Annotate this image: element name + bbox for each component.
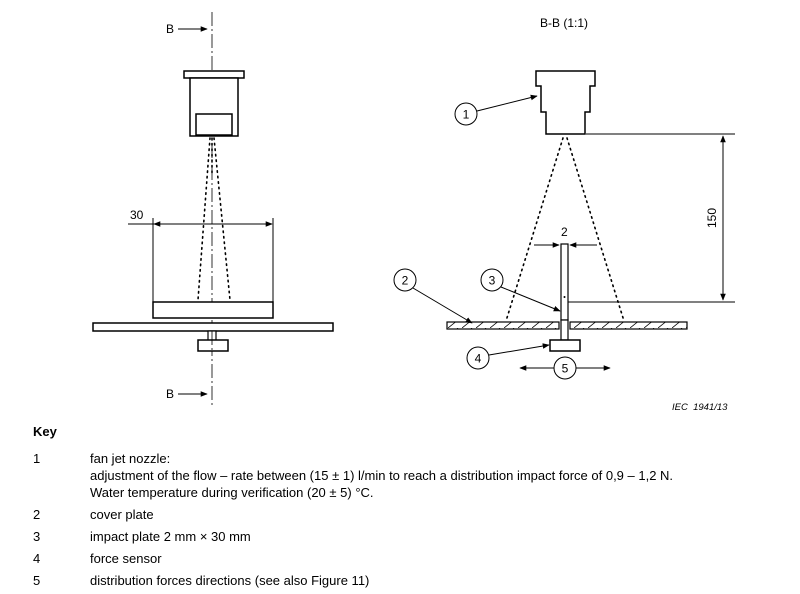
key-item-line: Water temperature during verification (2… <box>90 485 374 500</box>
cover-plate-side <box>446 321 560 330</box>
dim-height-label: 150 <box>705 208 719 228</box>
impact-plate-side <box>560 243 569 321</box>
spray-line-left <box>197 137 211 301</box>
key-item-line: force sensor <box>90 551 162 566</box>
cover-plate-side-right <box>569 321 688 330</box>
impact-plate <box>152 301 274 319</box>
spray-line-right <box>566 137 625 322</box>
force-sensor-side <box>549 339 581 352</box>
force-sensor <box>197 339 229 352</box>
key-item-line: distribution forces directions (see also… <box>90 573 370 588</box>
key-item: 3 impact plate 2 mm × 30 mm <box>33 528 793 545</box>
key-item: 1 fan jet nozzle: adjustment of the flow –… <box>33 450 793 501</box>
sensor-stem-side <box>560 319 569 341</box>
key-item-description: distribution forces directions (see also… <box>90 572 793 589</box>
nozzle-tip <box>195 113 233 136</box>
section-view: B-B (1:1) 1 150 2 2 <box>393 16 735 413</box>
key-item-number: 5 <box>33 573 41 588</box>
section-label-bottom: B <box>166 387 174 401</box>
nozzle-cap <box>183 70 245 79</box>
cover-plate <box>92 322 334 332</box>
callout-1-label: 1 <box>463 108 470 122</box>
callout-5 <box>553 356 577 380</box>
key-item-description: impact plate 2 mm × 30 mm <box>90 528 793 545</box>
key-item: 4 force sensor <box>33 550 793 567</box>
figure-reference: IEC 1941/13 <box>672 402 728 413</box>
technical-drawing: B 30 B B-B (1:1) 1 <box>92 12 735 413</box>
key-item-line: impact plate 2 mm × 30 mm <box>90 529 251 544</box>
key-item-description: fan jet nozzle: adjustment of the flow – … <box>90 450 793 501</box>
key-item-number: 4 <box>33 551 41 566</box>
dim-width-label: 30 <box>130 208 144 222</box>
key-item: 2 cover plate <box>33 506 793 523</box>
dim-gap-label: 2 <box>561 225 568 239</box>
callout-1 <box>454 102 478 126</box>
key-list: 1 fan jet nozzle: adjustment of the flow –… <box>33 450 793 594</box>
callout-2-label: 2 <box>402 274 409 288</box>
callout-5-label: 5 <box>562 362 569 376</box>
callout-2 <box>393 268 417 292</box>
key-item-number: 1 <box>33 451 41 466</box>
key-item-description: cover plate <box>90 506 793 523</box>
callout-4-label: 4 <box>475 352 482 366</box>
callout-3-label: 3 <box>489 274 496 288</box>
key-item: 5 distribution forces directions (see als… <box>33 572 793 589</box>
section-label-top: B <box>166 22 174 36</box>
spray-line-right <box>213 137 231 301</box>
callout-3 <box>480 268 504 292</box>
key-item-line: fan jet nozzle: <box>90 451 171 466</box>
key-item-number: 3 <box>33 529 41 544</box>
section-view-title: B-B (1:1) <box>540 16 588 30</box>
nozzle-side <box>535 70 596 135</box>
key-item-line: adjustment of the flow – rate between (1… <box>90 468 674 483</box>
key-item-number: 2 <box>33 507 41 522</box>
key-item-description: force sensor <box>90 550 793 567</box>
spray-line-left <box>505 137 564 322</box>
callout-4 <box>466 346 490 370</box>
key-item-line: cover plate <box>90 507 154 522</box>
key-title: Key <box>33 424 57 439</box>
front-view: B 30 B <box>92 12 334 405</box>
